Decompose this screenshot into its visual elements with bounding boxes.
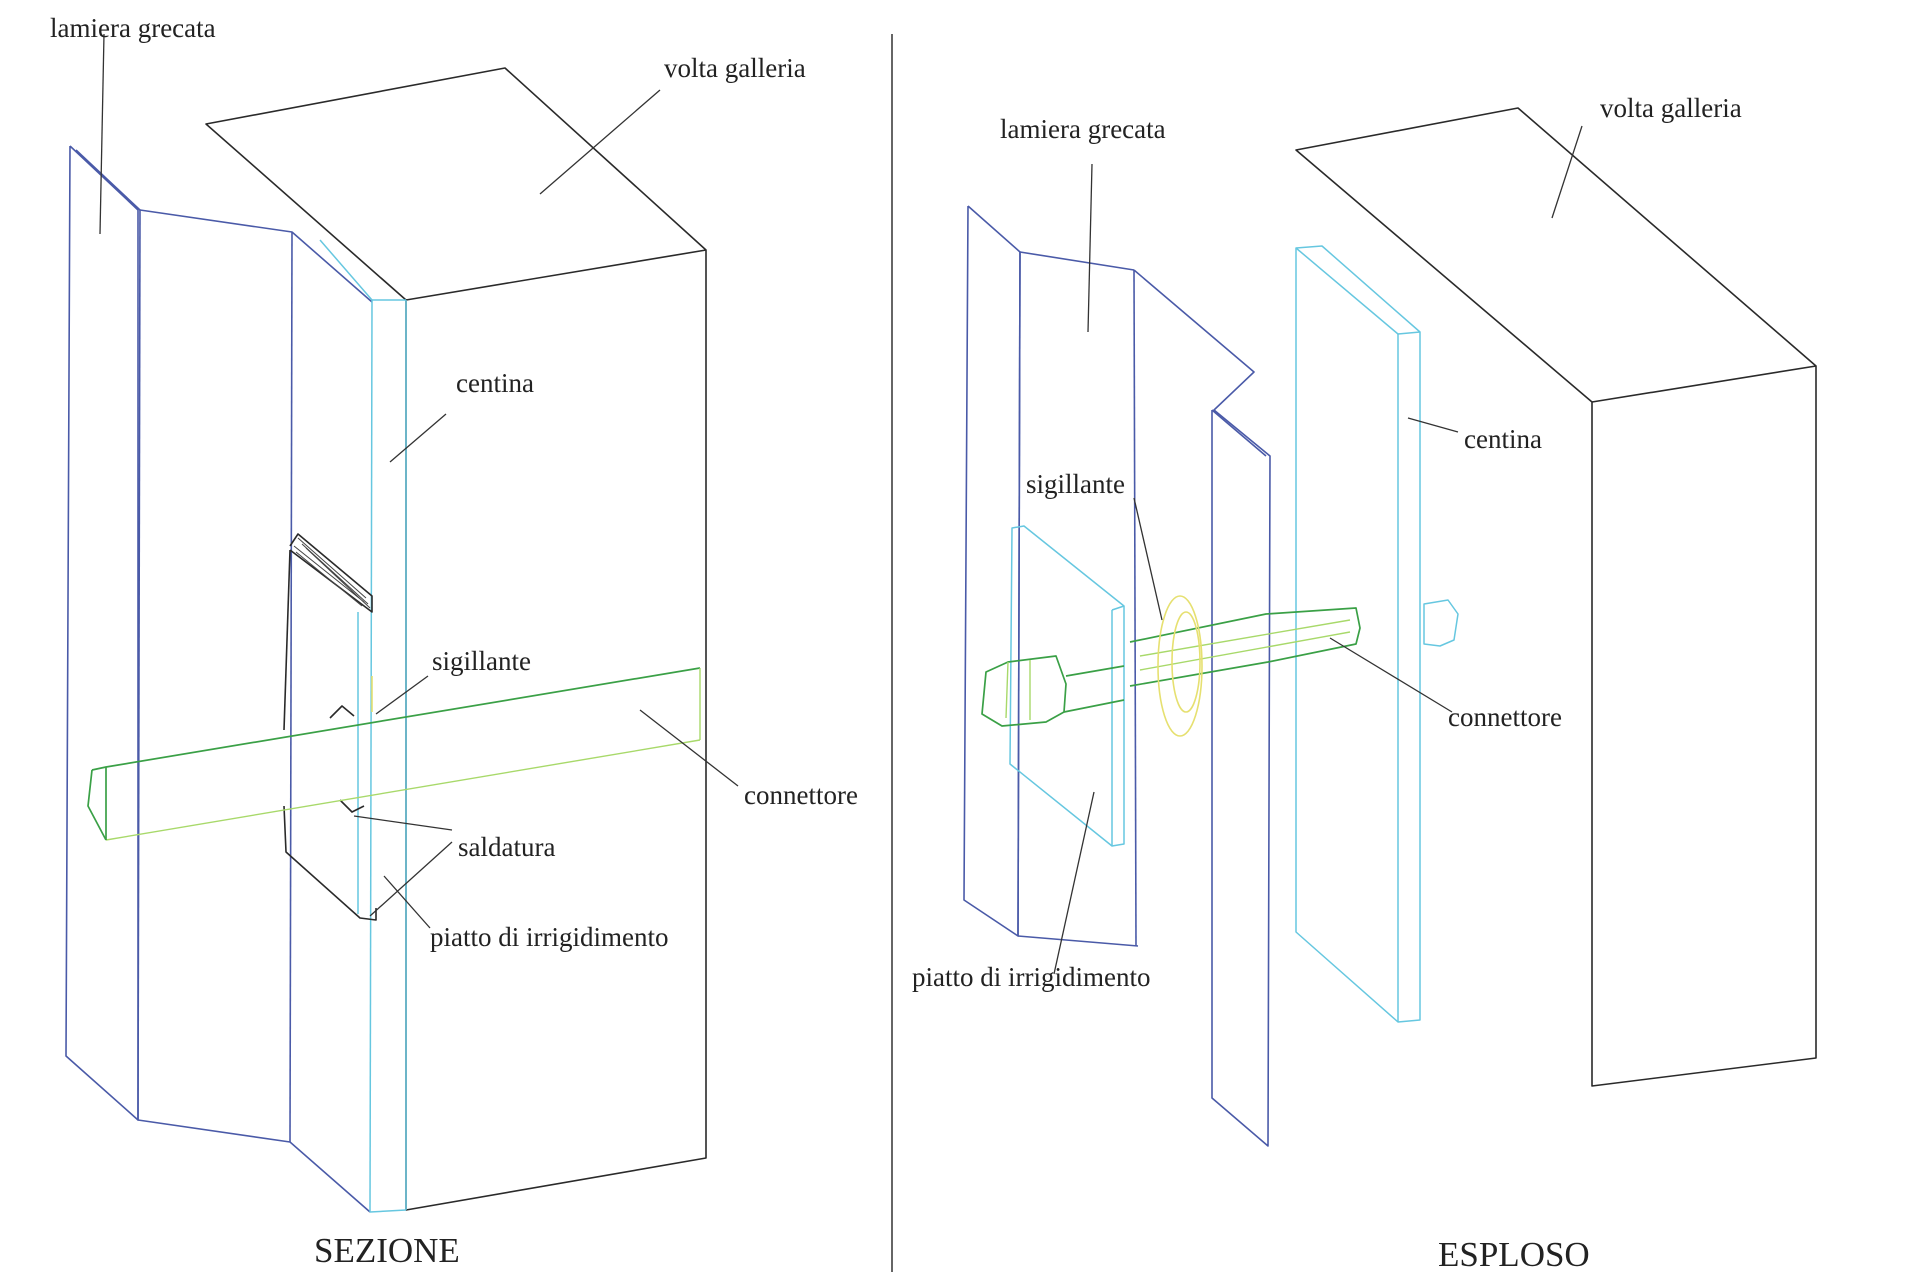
right-label-centina: centina [1464,424,1542,454]
left-label-piatto: piatto di irrigidimento [430,922,668,952]
left-view-title: SEZIONE [314,1231,460,1270]
right-label-connettore: connettore [1448,702,1562,732]
right-label-sigillante: sigillante [1026,469,1125,499]
left-label-sigillante: sigillante [432,646,531,676]
exploded-view: lamiera grecata volta galleria centina s… [912,93,1817,1274]
left-volta-block [205,67,707,1211]
left-lamiera-sheet [65,145,373,1213]
right-label-volta: volta galleria [1600,93,1742,123]
left-label-centina: centina [456,368,534,398]
left-label-volta: volta galleria [664,53,806,83]
right-centina-rib [1295,245,1421,1023]
left-leaders [99,33,739,929]
left-centina-rib [319,239,407,1213]
right-label-piatto: piatto di irrigidimento [912,962,1150,992]
right-volta-block [1295,107,1817,1087]
right-stiffening-plate [1009,525,1125,847]
left-label-lamiera: lamiera grecata [50,13,216,43]
right-label-lamiera: lamiera grecata [1000,114,1166,144]
right-leaders [1053,125,1583,975]
right-view-title: ESPLOSO [1438,1235,1590,1274]
left-connector-bar [87,667,701,841]
right-sealant [1157,595,1203,737]
left-label-connettore: connettore [744,780,858,810]
left-label-saldatura: saldatura [458,832,555,862]
right-connector-bar [981,599,1459,727]
left-stiffening-plate [283,533,377,921]
right-lamiera-sheet [963,205,1271,1147]
section-view: lamiera grecata volta galleria centina s… [50,13,858,1270]
